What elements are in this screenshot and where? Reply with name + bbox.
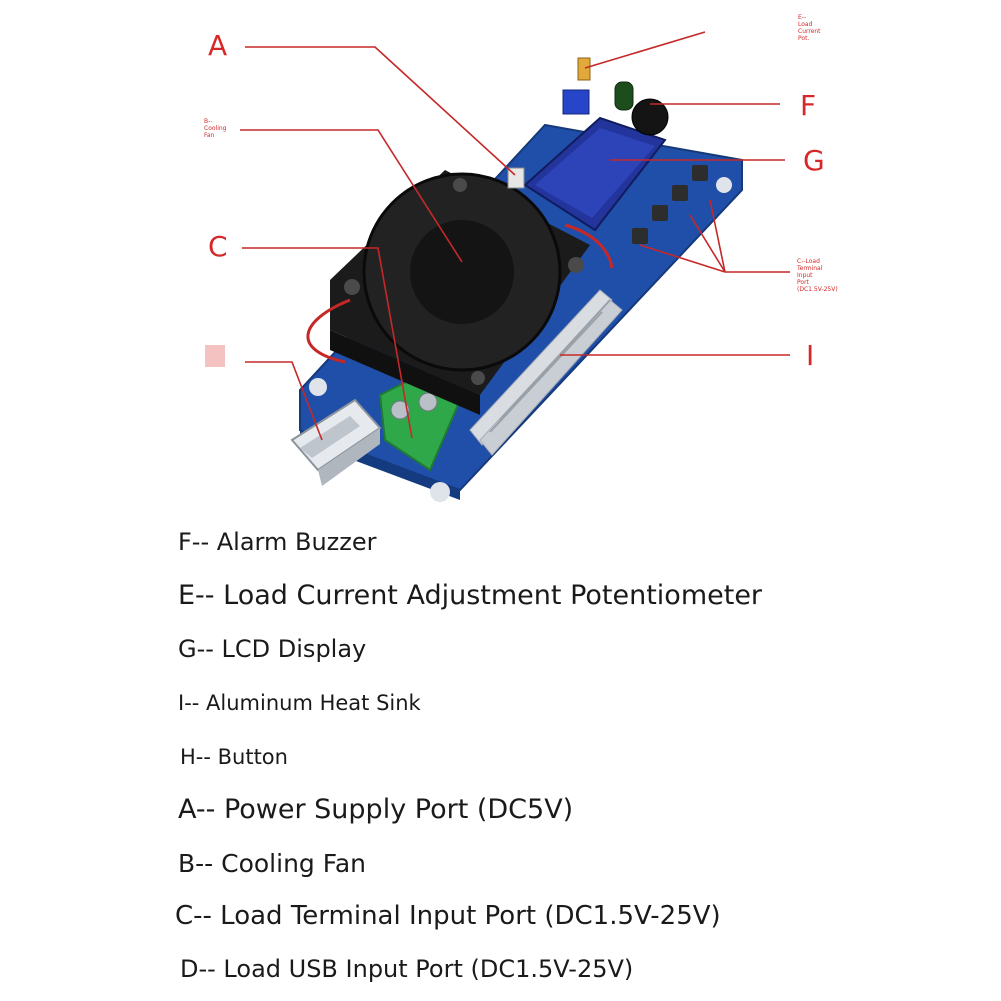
callout-e-note: E-- Load Current Pot. (798, 14, 821, 42)
aluminum-heat-sink (469, 289, 623, 456)
legend-item-d: D-- Load USB Input Port (DC1.5V-25V) (180, 955, 634, 983)
callout-h-note: C--Load Terminal Input Port (DC1.5V-25V) (797, 258, 838, 293)
legend-item-f: F-- Alarm Buzzer (178, 528, 377, 556)
capacitor (614, 81, 634, 111)
legend-item-b: B-- Cooling Fan (178, 849, 366, 878)
board-illustration (205, 31, 790, 502)
alarm-buzzer (631, 98, 669, 136)
callout-lines (240, 31, 790, 441)
lcd-display (523, 116, 667, 232)
callout-c: C (208, 230, 228, 263)
potentiometer (562, 89, 590, 115)
legend-item-i: I-- Aluminum Heat Sink (178, 691, 421, 715)
legend-item-c: C-- Load Terminal Input Port (DC1.5V-25V… (175, 901, 721, 931)
callout-f: F (800, 89, 817, 122)
d-label-block (205, 345, 225, 367)
product-diagram: A B-- Cooling Fan C E-- Load Current Pot… (204, 14, 838, 502)
buttons (632, 165, 708, 244)
legend-item-g: G-- LCD Display (178, 635, 367, 663)
legend-item-a: A-- Power Supply Port (DC5V) (178, 794, 574, 825)
usb-plug (290, 398, 382, 486)
callout-a: A (208, 29, 228, 62)
callout-b-note: B-- Cooling Fan (204, 118, 227, 139)
callout-i: I (806, 339, 815, 372)
callout-g: G (803, 144, 825, 177)
legend-item-h: H-- Button (180, 745, 288, 769)
legend-item-e: E-- Load Current Adjustment Potentiomete… (178, 580, 763, 611)
parts-legend: F-- Alarm Buzzer E-- Load Current Adjust… (0, 518, 1001, 998)
